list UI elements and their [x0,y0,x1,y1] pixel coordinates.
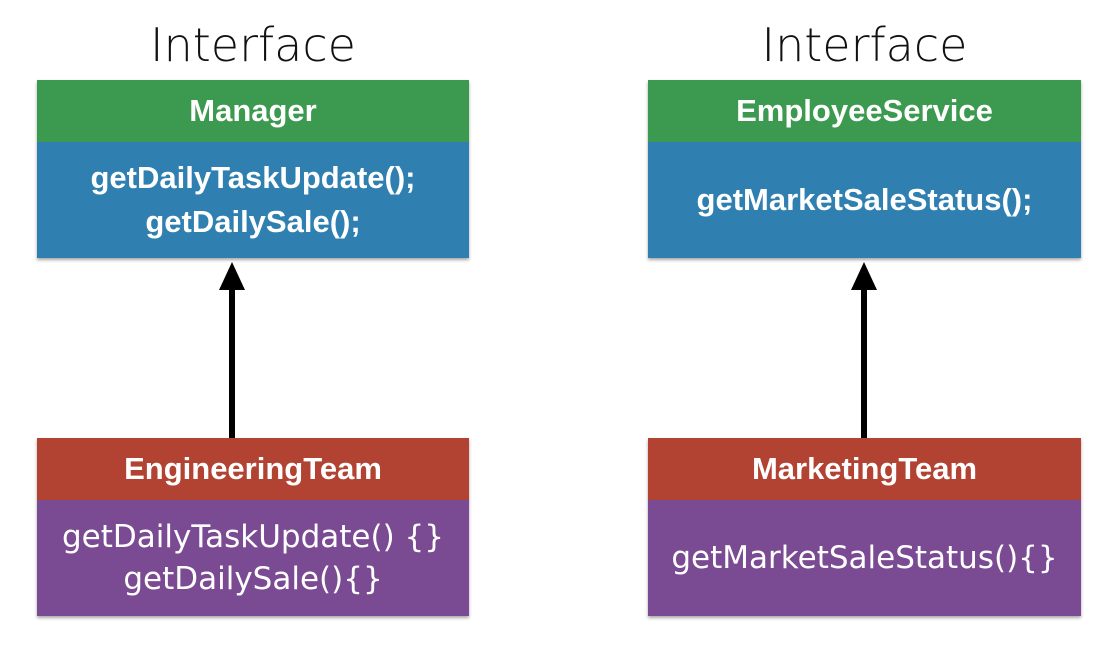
manager-interface-title: Manager [37,80,469,142]
manager-interface-box: Manager getDailyTaskUpdate(); getDailySa… [37,80,469,258]
interface-label-left: Interface [150,18,356,72]
employee-service-interface-title: EmployeeService [648,80,1081,142]
method-label: getDailySale(){} [123,561,383,597]
marketing-team-methods: getMarketSaleStatus(){} [648,500,1081,616]
method-label: getMarketSaleStatus(); [696,182,1033,217]
method-label: getDailySale(); [145,204,361,239]
method-label: getDailyTaskUpdate(); [90,160,416,195]
manager-interface-methods: getDailyTaskUpdate(); getDailySale(); [37,142,469,258]
method-label: getMarketSaleStatus(){} [671,540,1058,576]
arrow-marketing-to-employee-service [851,262,877,438]
interface-label-right: Interface [761,18,968,72]
method-label: getDailyTaskUpdate() {} [61,519,444,555]
employee-service-interface-methods: getMarketSaleStatus(); [648,142,1081,258]
engineering-team-title: EngineeringTeam [37,438,469,500]
marketing-team-title: MarketingTeam [648,438,1081,500]
marketing-team-class-box: MarketingTeam getMarketSaleStatus(){} [648,438,1081,616]
employee-service-interface-box: EmployeeService getMarketSaleStatus(); [648,80,1081,258]
arrow-engineering-to-manager [219,262,245,438]
engineering-team-methods: getDailyTaskUpdate() {} getDailySale(){} [37,500,469,616]
engineering-team-class-box: EngineeringTeam getDailyTaskUpdate() {} … [37,438,469,616]
